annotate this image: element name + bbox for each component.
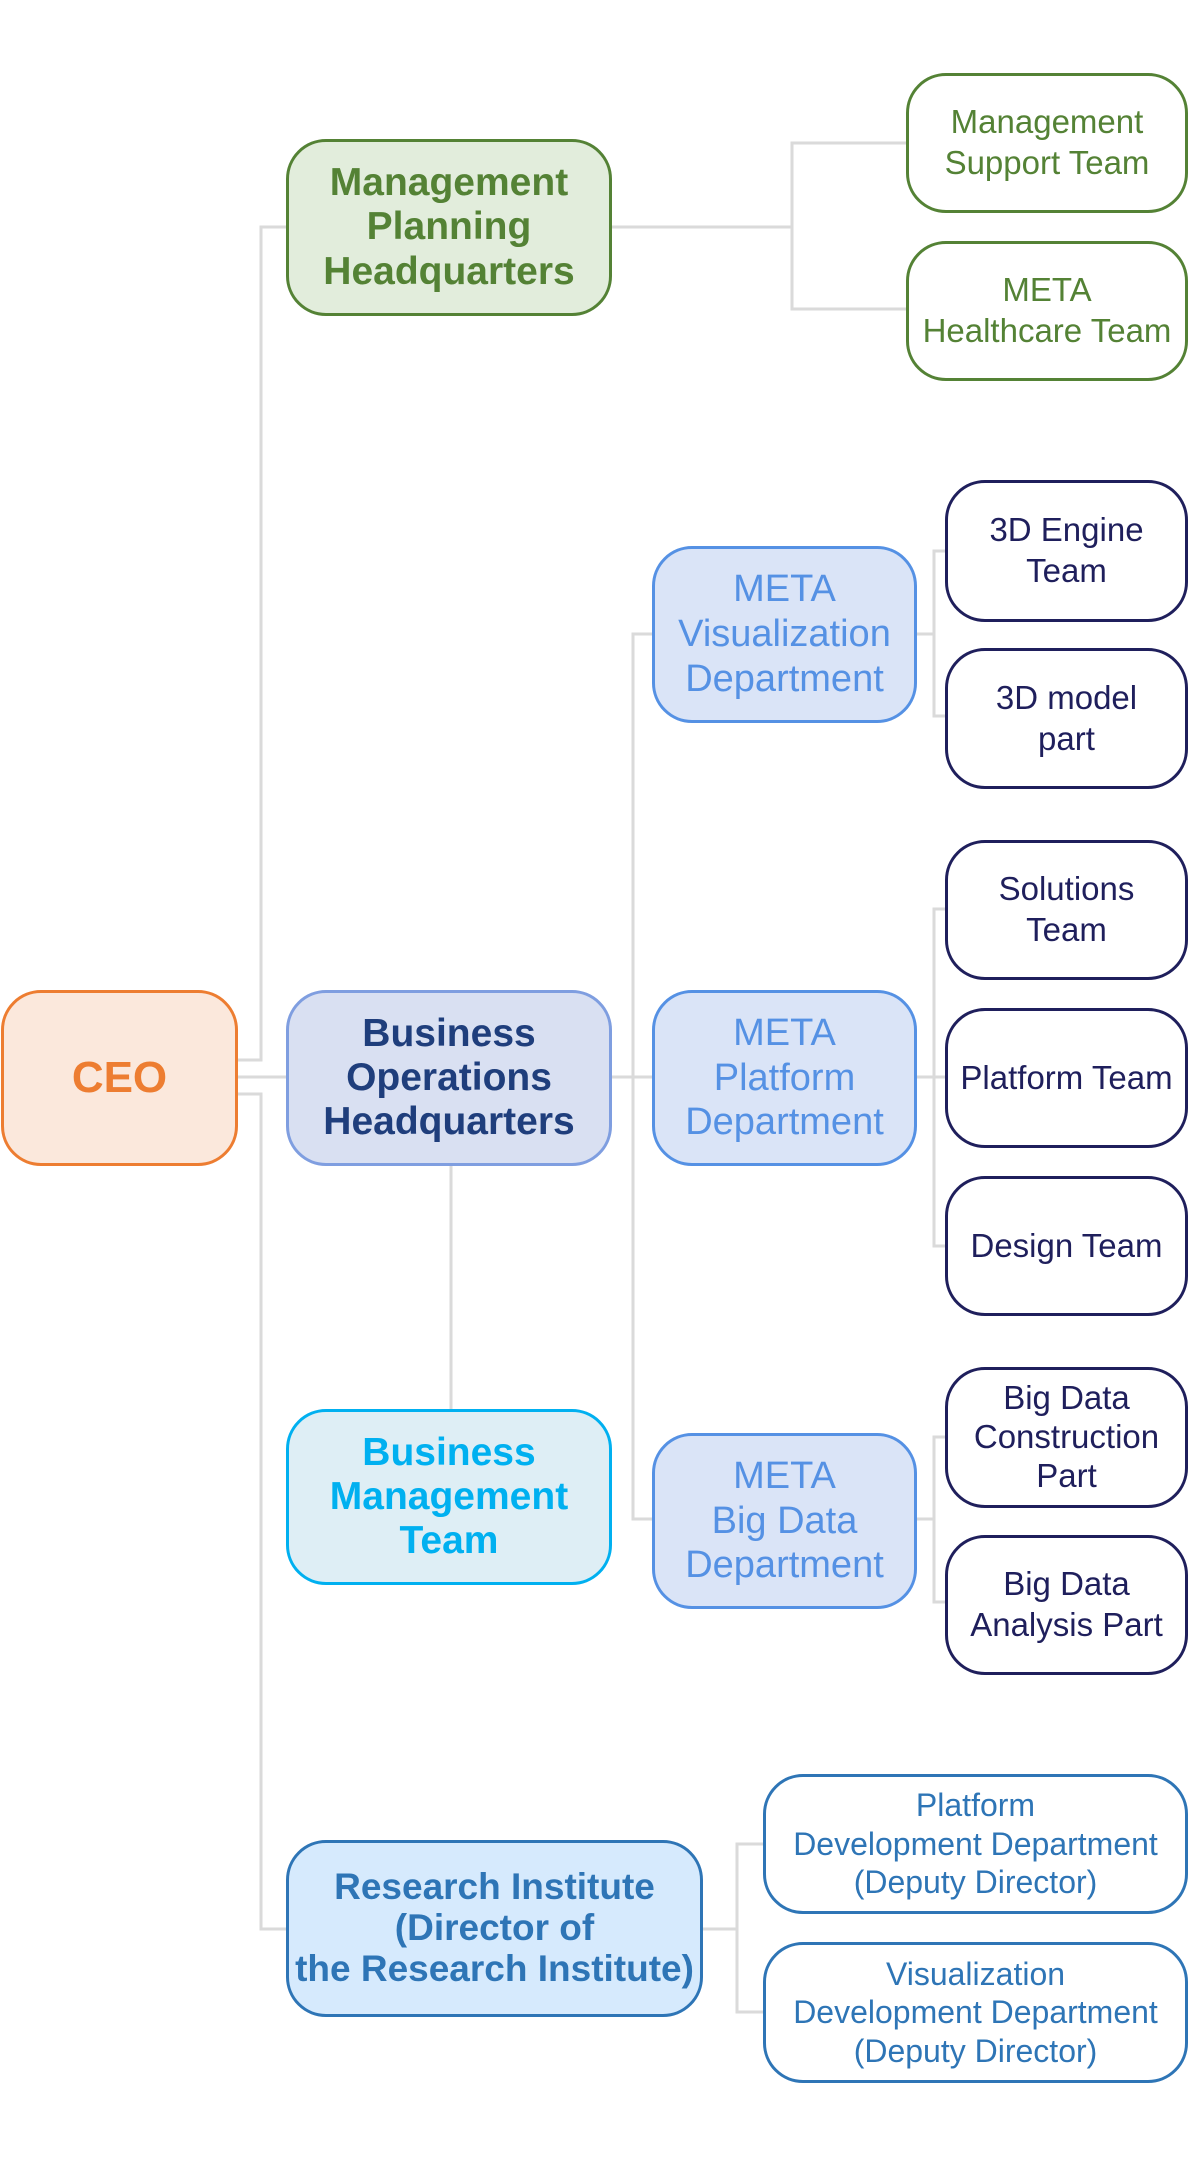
node-management-support-team[interactable]: Management Support Team	[906, 73, 1188, 213]
node-big-data-analysis-part-label: Big Data Analysis Part	[970, 1565, 1163, 1643]
node-meta-healthcare-team[interactable]: META Healthcare Team	[906, 241, 1188, 381]
node-meta-visualization-department-label: META Visualization Department	[678, 568, 891, 700]
node-platform-team[interactable]: Platform Team	[945, 1008, 1188, 1148]
connector-mbd-branch	[932, 1435, 945, 1604]
connector-ceo-to-management-planning	[238, 225, 286, 1062]
node-platform-team-label: Platform Team	[960, 1058, 1173, 1096]
node-research-institute-label: Research Institute (Director of the Rese…	[295, 1866, 694, 1989]
node-management-planning-hq-label: Management Planning Headquarters	[323, 161, 575, 293]
node-meta-big-data-department-label: META Big Data Department	[685, 1454, 884, 1587]
node-big-data-construction-part-label: Big Data Construction Part	[973, 1379, 1160, 1494]
node-ceo-label: CEO	[71, 1053, 168, 1103]
node-design-team[interactable]: Design Team	[945, 1176, 1188, 1316]
node-visualization-development-department[interactable]: Visualization Development Department (De…	[763, 1942, 1188, 2083]
node-3d-engine-team[interactable]: 3D Engine Team	[945, 480, 1188, 622]
node-management-planning-hq[interactable]: Management Planning Headquarters	[286, 139, 612, 316]
node-platform-development-department[interactable]: Platform Development Department (Deputy …	[763, 1774, 1188, 1914]
node-big-data-analysis-part[interactable]: Big Data Analysis Part	[945, 1535, 1188, 1675]
node-meta-platform-department[interactable]: META Platform Department	[652, 990, 917, 1166]
node-meta-healthcare-team-label: META Healthcare Team	[922, 271, 1172, 349]
node-3d-engine-team-label: 3D Engine Team	[989, 511, 1144, 589]
node-platform-development-department-label: Platform Development Department (Deputy …	[793, 1787, 1158, 1901]
node-visualization-development-department-label: Visualization Development Department (De…	[793, 1955, 1158, 2069]
node-meta-visualization-department[interactable]: META Visualization Department	[652, 546, 917, 723]
connector-ceo-to-research-institute	[238, 1092, 286, 1931]
node-management-support-team-label: Management Support Team	[944, 103, 1150, 181]
connector-mph-branch	[790, 141, 906, 311]
node-solutions-team[interactable]: Solutions Team	[945, 840, 1188, 980]
node-big-data-construction-part[interactable]: Big Data Construction Part	[945, 1367, 1188, 1508]
connector-mpd-branch	[932, 907, 945, 1248]
node-business-operations-hq[interactable]: Business Operations Headquarters	[286, 990, 612, 1166]
node-3d-model-part[interactable]: 3D model part	[945, 648, 1188, 789]
node-ceo[interactable]: CEO	[1, 990, 238, 1166]
node-meta-big-data-department[interactable]: META Big Data Department	[652, 1433, 917, 1609]
node-business-operations-hq-label: Business Operations Headquarters	[323, 1011, 575, 1144]
node-design-team-label: Design Team	[970, 1226, 1163, 1264]
node-research-institute[interactable]: Research Institute (Director of the Rese…	[286, 1840, 703, 2017]
connector-mvd-branch	[932, 549, 945, 718]
node-meta-platform-department-label: META Platform Department	[685, 1011, 884, 1144]
connector-boh-branch	[631, 632, 652, 1521]
node-business-management-team-label: Business Management Team	[329, 1430, 569, 1563]
node-solutions-team-label: Solutions Team	[998, 870, 1135, 948]
connector-ri-branch	[735, 1842, 763, 2014]
node-business-management-team[interactable]: Business Management Team	[286, 1409, 612, 1585]
node-3d-model-part-label: 3D model part	[995, 678, 1138, 757]
